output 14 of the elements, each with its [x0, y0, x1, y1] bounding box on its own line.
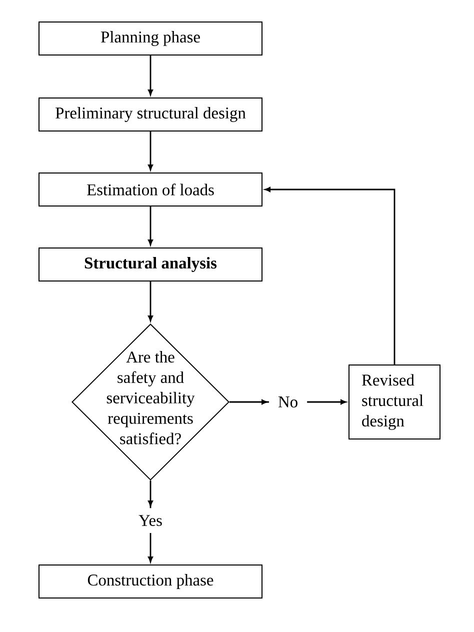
process-box: Planning phase — [38, 22, 262, 56]
arrow — [264, 187, 396, 364]
edge-label: Yes — [138, 508, 162, 533]
process-box: Estimation of loads — [38, 172, 262, 206]
arrow — [148, 282, 153, 322]
arrow — [148, 132, 153, 170]
process-box: Revised structural design — [348, 364, 440, 440]
arrow — [148, 206, 153, 246]
arrow — [148, 480, 153, 562]
process-box: Construction phase — [38, 564, 262, 598]
process-box: Preliminary structural design — [38, 98, 262, 132]
edge-label: No — [268, 396, 308, 408]
process-box: Structural analysis — [38, 248, 262, 282]
arrow — [148, 56, 153, 96]
